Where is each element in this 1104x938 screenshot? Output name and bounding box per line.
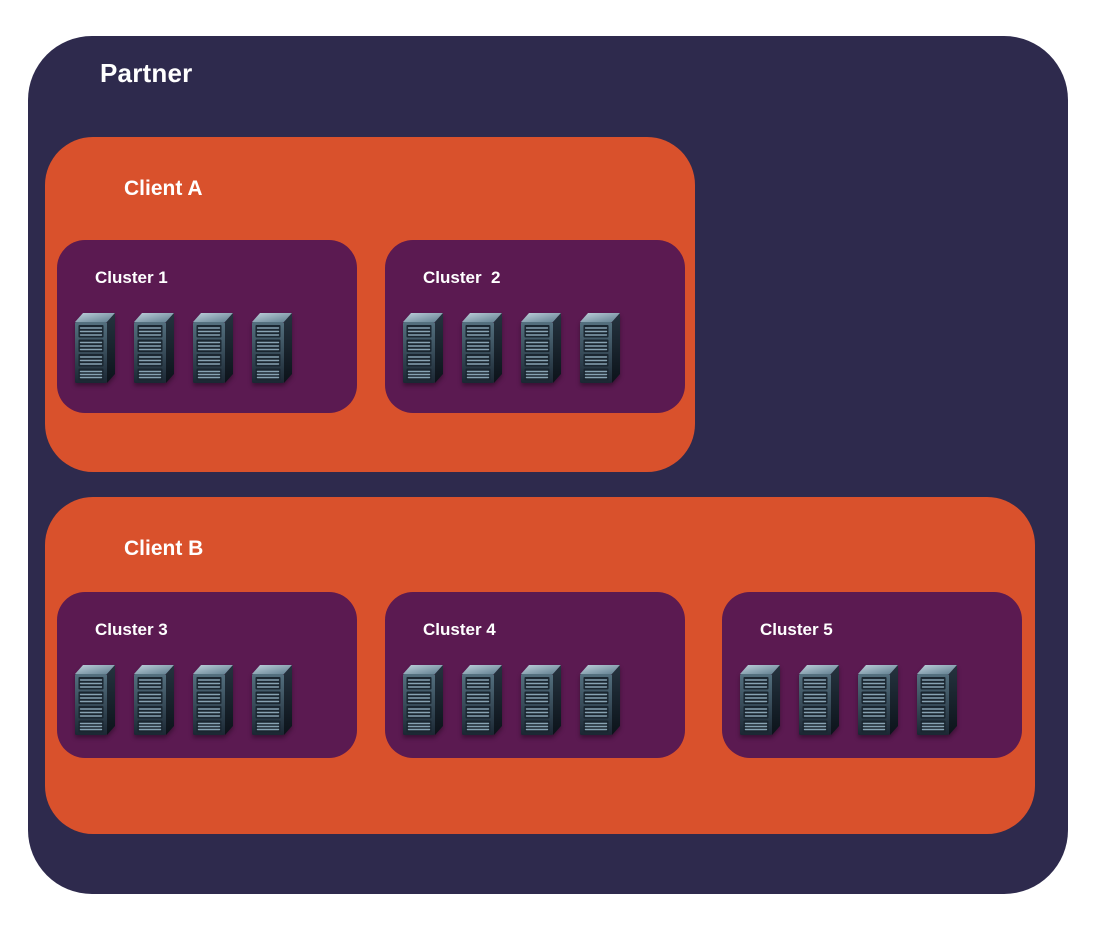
server-rack-icon (400, 310, 446, 386)
server-rack-icon (131, 310, 177, 386)
client-a-label: Client A (124, 177, 203, 200)
server-rack-icon (459, 662, 505, 738)
cluster-5-group: Cluster 5 (722, 592, 1022, 758)
server-rack-icon (855, 662, 901, 738)
server-rack-icon (249, 662, 295, 738)
cluster-5-servers (737, 662, 960, 738)
server-rack-icon (914, 662, 960, 738)
cluster-1-servers (72, 310, 295, 386)
cluster-3-servers (72, 662, 295, 738)
client-b-group: Client B Cluster 3 Cluster 4 (45, 497, 1035, 834)
cluster-4-label: Cluster 4 (423, 620, 496, 639)
server-rack-icon (577, 662, 623, 738)
cluster-1-label: Cluster 1 (95, 268, 168, 287)
cluster-3-group: Cluster 3 (57, 592, 357, 758)
client-b-label: Client B (124, 537, 204, 560)
server-rack-icon (131, 662, 177, 738)
partner-group: Partner Client A Cluster 1 Cluster 2 (28, 36, 1068, 894)
server-rack-icon (737, 662, 783, 738)
client-a-group: Client A Cluster 1 Cluster 2 (45, 137, 695, 472)
cluster-4-group: Cluster 4 (385, 592, 685, 758)
server-rack-icon (190, 310, 236, 386)
partner-label: Partner (100, 58, 193, 88)
cluster-2-group: Cluster 2 (385, 240, 685, 413)
cluster-3-label: Cluster 3 (95, 620, 168, 639)
server-rack-icon (518, 310, 564, 386)
server-rack-icon (400, 662, 446, 738)
cluster-2-servers (400, 310, 623, 386)
server-rack-icon (577, 310, 623, 386)
server-rack-icon (459, 310, 505, 386)
server-rack-icon (796, 662, 842, 738)
cluster-4-servers (400, 662, 623, 738)
cluster-5-label: Cluster 5 (760, 620, 833, 639)
server-rack-icon (72, 310, 118, 386)
server-rack-icon (249, 310, 295, 386)
server-rack-icon (72, 662, 118, 738)
server-rack-icon (190, 662, 236, 738)
cluster-1-group: Cluster 1 (57, 240, 357, 413)
server-rack-icon (518, 662, 564, 738)
cluster-2-label: Cluster 2 (423, 268, 501, 287)
